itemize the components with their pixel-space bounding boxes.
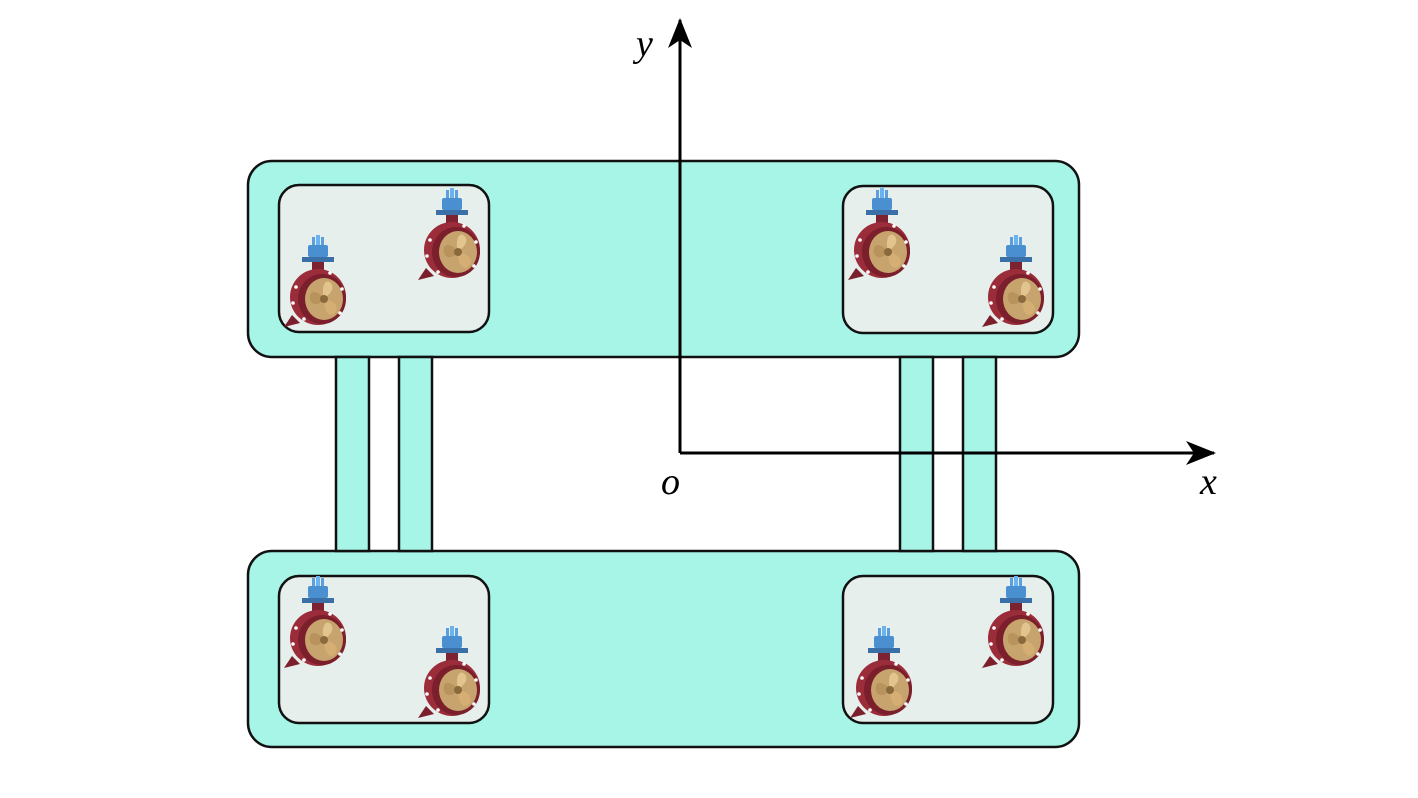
column-left-outer bbox=[334, 355, 371, 553]
column-left-inner bbox=[397, 355, 434, 553]
upper-pontoon bbox=[246, 159, 1081, 359]
lower-pontoon bbox=[246, 549, 1081, 749]
origin-label: o bbox=[661, 461, 680, 503]
coordinate-axes: y x o bbox=[632, 18, 1217, 503]
x-axis-label: x bbox=[1199, 461, 1217, 503]
left-columns bbox=[334, 355, 434, 553]
y-axis-label: y bbox=[632, 23, 653, 65]
